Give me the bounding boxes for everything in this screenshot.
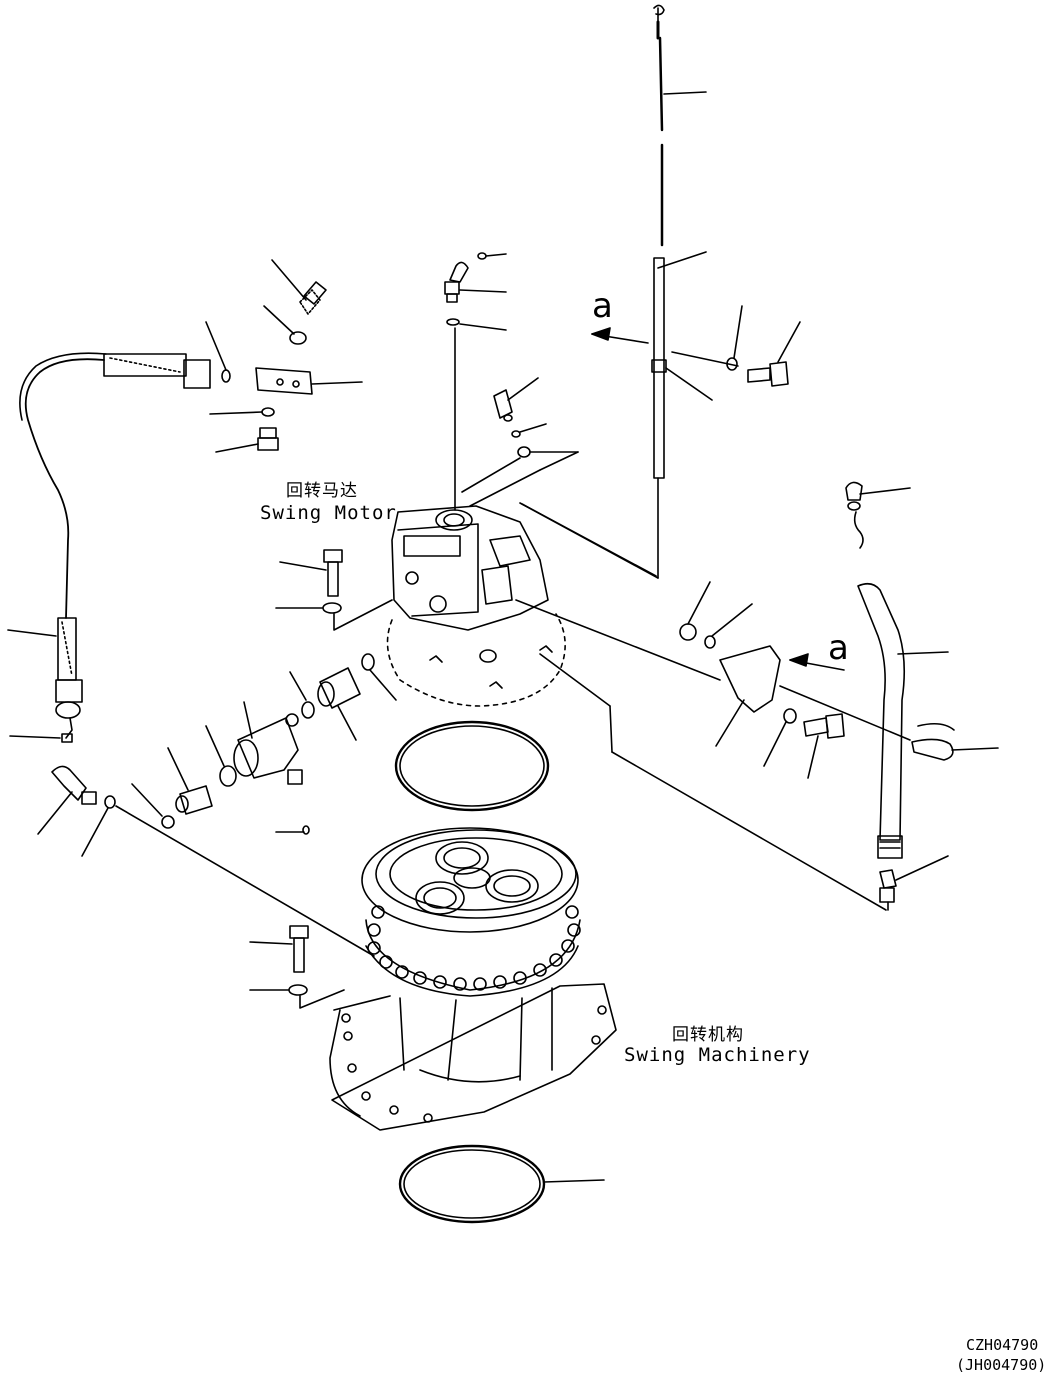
relief-valve-assembly xyxy=(131,653,397,835)
swing-machinery xyxy=(329,827,617,1131)
breather-cap xyxy=(845,481,911,549)
level-gauge-tube xyxy=(519,251,713,579)
swing-motor-label-cn: 回转马达 xyxy=(286,481,358,501)
valve-block-parts xyxy=(205,259,363,453)
oil-filler-tube xyxy=(857,582,949,911)
hose-clamp xyxy=(779,685,999,761)
view-arrow-top xyxy=(591,327,649,344)
dipstick-gauge xyxy=(653,4,707,247)
swing-machinery-label-en: Swing Machinery xyxy=(624,1044,811,1066)
flange-bolts xyxy=(367,905,581,991)
swing-machinery-label-cn: 回转机构 xyxy=(672,1025,744,1045)
left-elbow-fitting xyxy=(9,717,375,957)
mounting-bracket xyxy=(515,581,887,911)
alt-drawing-code: (JH004790) xyxy=(956,1356,1047,1374)
large-o-ring-bottom xyxy=(398,1144,605,1224)
view-arrow-letter-top: a xyxy=(592,286,613,326)
machinery-mounting-bolt xyxy=(249,925,345,1009)
tube-clamp-bolt xyxy=(671,305,801,387)
hydraulic-hose xyxy=(7,352,211,719)
view-arrow-letter-right: a xyxy=(828,628,849,668)
drawing-code: CZH04790 xyxy=(966,1336,1039,1354)
large-o-ring-middle xyxy=(394,720,550,812)
swing-motor-label-en: Swing Motor xyxy=(260,502,397,524)
swing-motor xyxy=(386,451,657,707)
side-nipple-fitting xyxy=(461,377,579,493)
motor-mounting-bolt xyxy=(275,549,393,631)
top-elbow-fitting xyxy=(444,252,507,511)
